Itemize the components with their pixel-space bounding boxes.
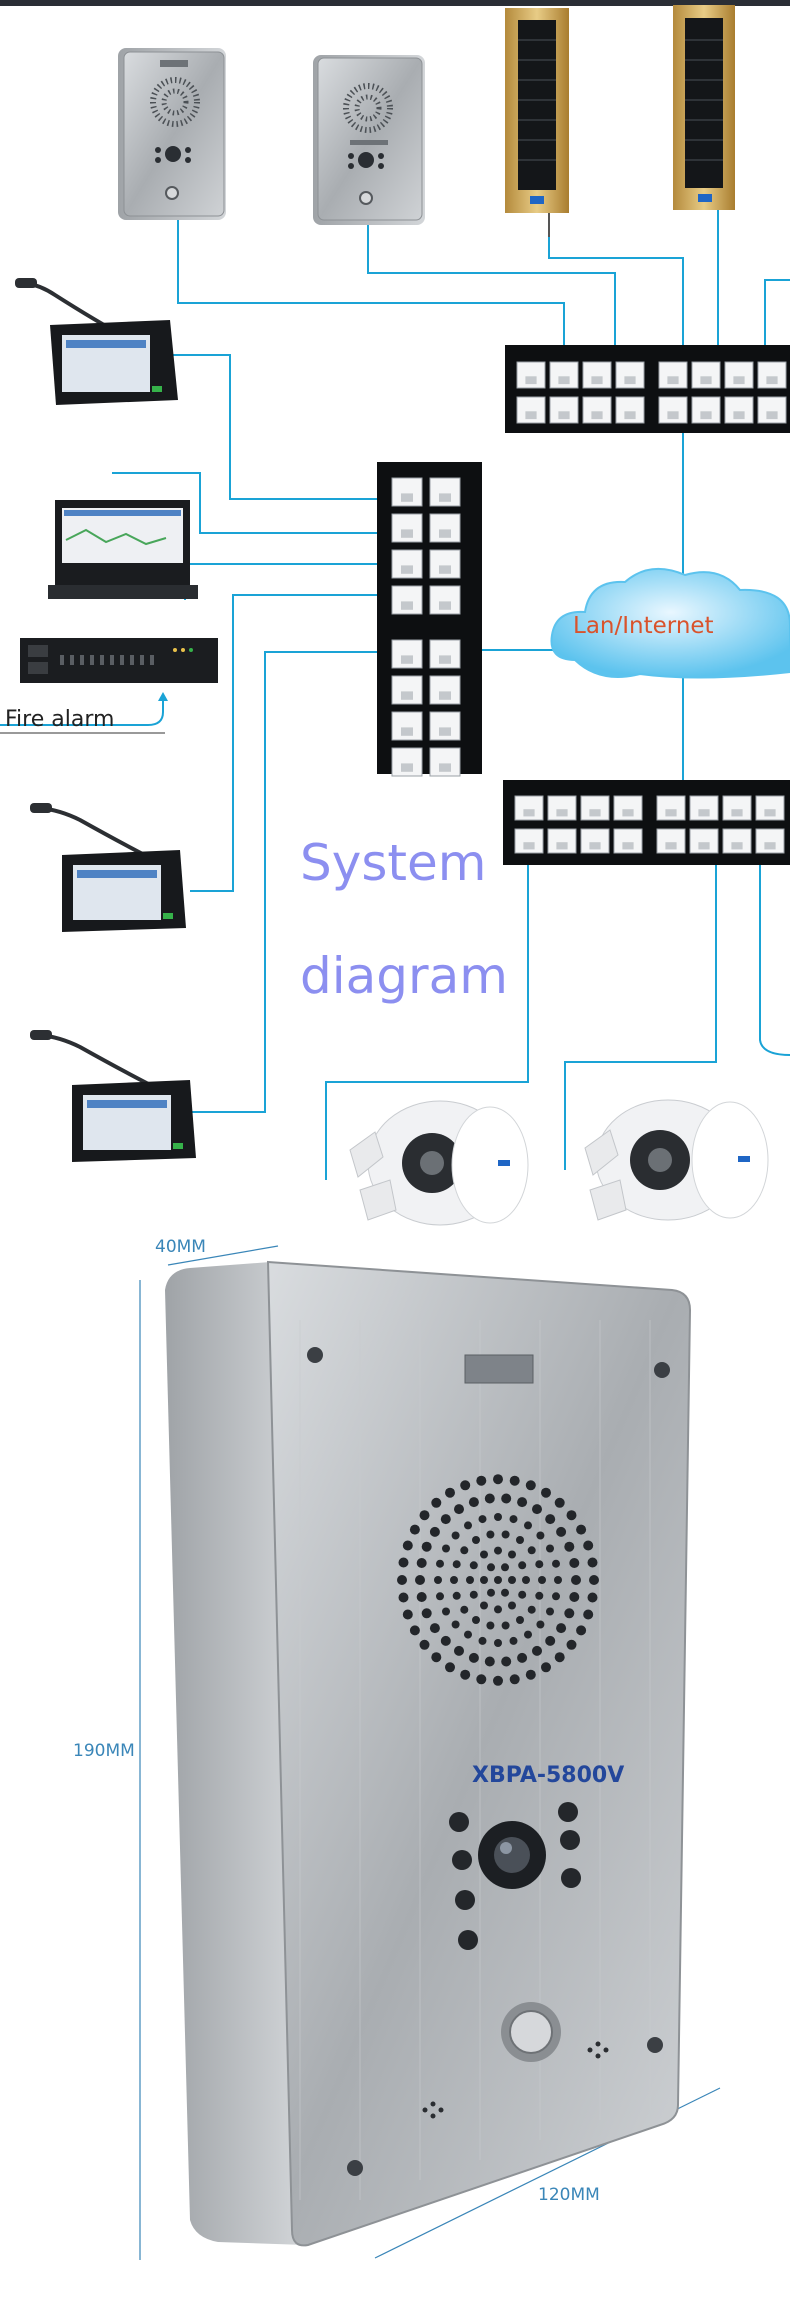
ethernet-port (516, 361, 546, 389)
ethernet-port (582, 361, 612, 389)
camera-module (478, 1821, 546, 1889)
ethernet-port (691, 361, 721, 389)
column-speaker-1 (505, 8, 569, 237)
ethernet-port (691, 396, 721, 424)
dimension-depth: 40MM (155, 1237, 206, 1257)
network-switch-bottom (503, 780, 790, 865)
ethernet-port (757, 361, 787, 389)
diagram-title-line2: diagram (300, 947, 508, 1005)
ethernet-port (582, 396, 612, 424)
ethernet-port (757, 396, 787, 424)
dimension-width: 120MM (538, 2185, 600, 2205)
ethernet-port (516, 396, 546, 424)
connection-wires (0, 210, 790, 1180)
ethernet-port (580, 828, 610, 854)
ethernet-port (549, 396, 579, 424)
ethernet-port (658, 396, 688, 424)
ethernet-port (613, 828, 643, 854)
ceiling-speaker-1 (349, 1100, 529, 1226)
diagram-title-line1: System (300, 834, 486, 892)
ethernet-port (549, 361, 579, 389)
ethernet-port (724, 396, 754, 424)
top-strip (0, 0, 790, 6)
speaker-grill (397, 1474, 599, 1686)
intercom-device-1 (118, 48, 226, 220)
ethernet-port (429, 477, 461, 507)
ethernet-port (658, 361, 688, 389)
call-button[interactable] (501, 2002, 561, 2062)
lan-internet-cloud[interactable]: Lan/Internet (550, 567, 790, 679)
ethernet-port (615, 361, 645, 389)
microphone-console-3 (30, 1030, 196, 1162)
ethernet-port (689, 795, 719, 821)
model-number-label: XBPA-5800V (472, 1763, 624, 1788)
intercom-product-photo (165, 1260, 692, 2247)
microphone-console-2 (30, 803, 186, 932)
network-switch-left (377, 462, 482, 777)
audio-rack-unit (20, 638, 218, 683)
fire-alarm-label: Fire alarm (5, 707, 114, 732)
column-speaker-2 (673, 5, 735, 210)
intercom-device-2 (313, 55, 425, 225)
ethernet-port (724, 361, 754, 389)
indicator-leds (449, 1802, 581, 1950)
microphone-holes (422, 2041, 609, 2119)
ethernet-port (722, 828, 752, 854)
ethernet-port (615, 396, 645, 424)
cloud-label: Lan/Internet (573, 613, 714, 639)
dimension-height: 190MM (73, 1741, 135, 1761)
ceiling-speaker-2 (584, 1099, 769, 1221)
microphone-console-1 (15, 278, 178, 405)
ethernet-port (391, 549, 423, 579)
network-switch-top (505, 345, 790, 433)
management-server (48, 500, 198, 599)
